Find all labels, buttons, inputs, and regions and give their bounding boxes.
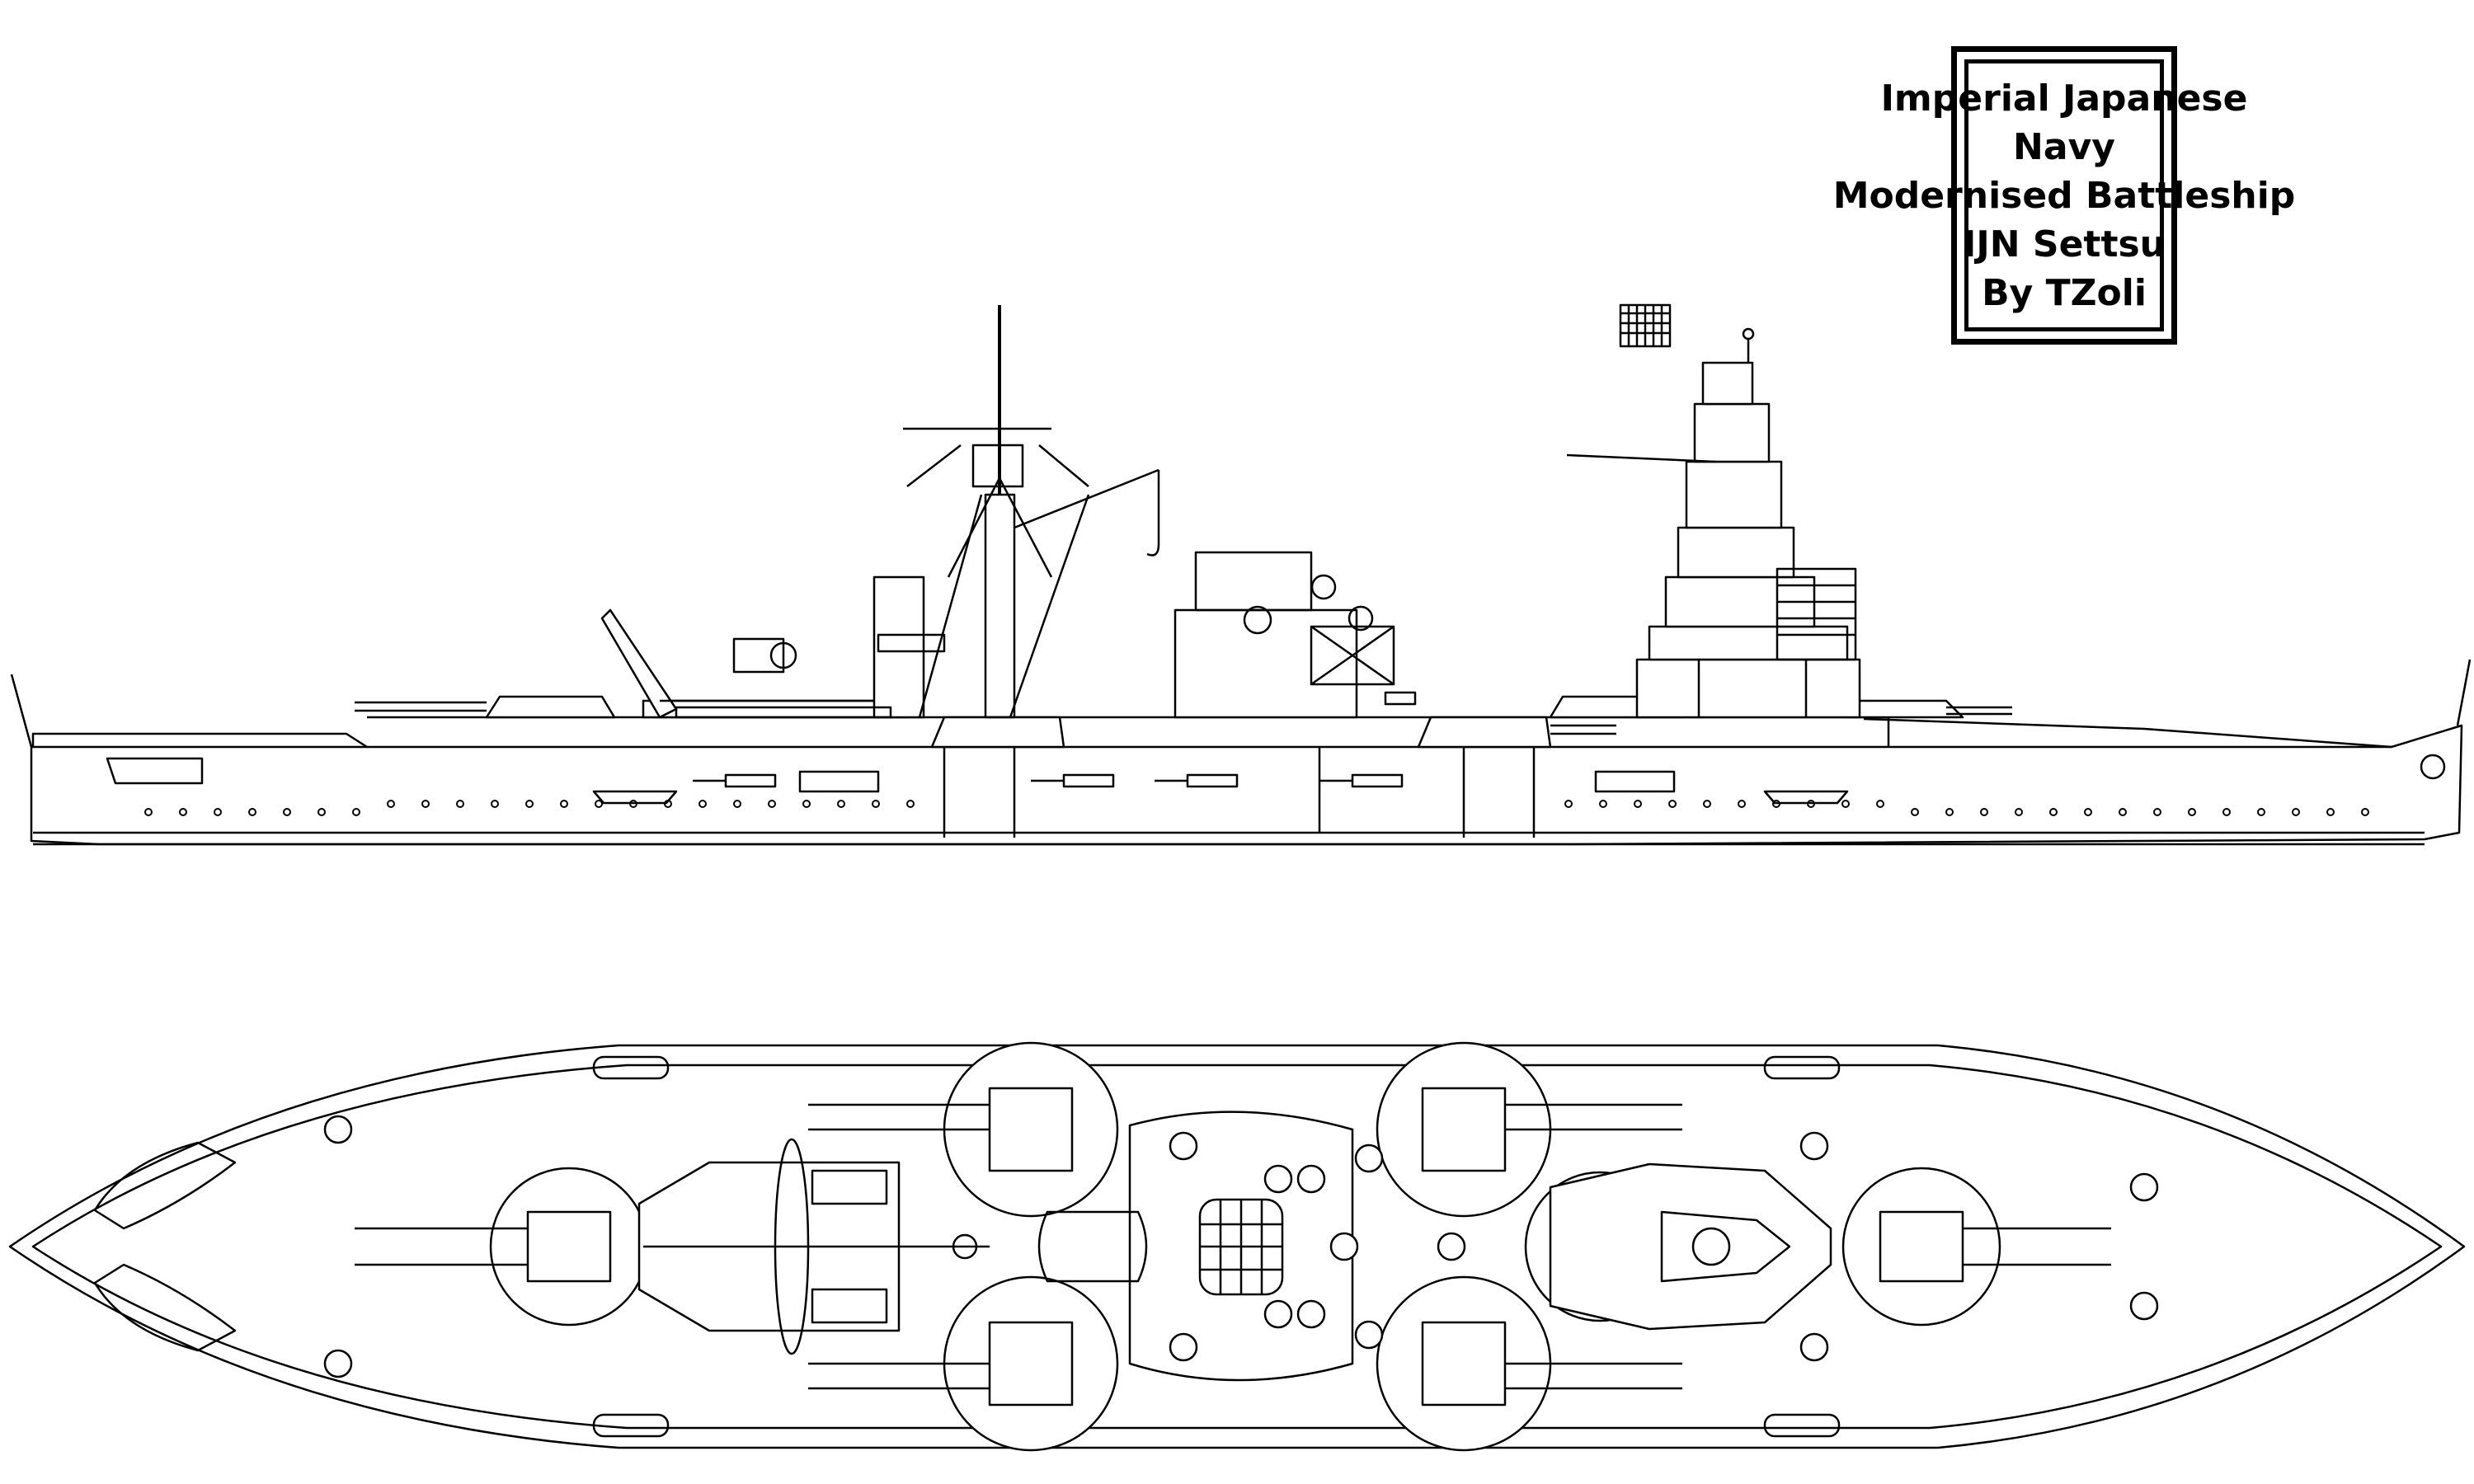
aa-gun-mount bbox=[1331, 1233, 1357, 1260]
porthole bbox=[1981, 809, 1987, 815]
porthole bbox=[1600, 801, 1606, 807]
porthole bbox=[2293, 809, 2299, 815]
porthole bbox=[284, 809, 290, 815]
porthole bbox=[1704, 801, 1710, 807]
aa-gun-mount bbox=[1265, 1301, 1291, 1327]
porthole bbox=[1738, 801, 1745, 807]
porthole bbox=[2327, 809, 2334, 815]
title-line-1: Imperial Japanese bbox=[1880, 77, 2248, 120]
title-block-inner: Imperial Japanese Navy Modernised Battle… bbox=[1833, 59, 2295, 331]
title-block: Imperial Japanese Navy Modernised Battle… bbox=[1833, 46, 2295, 345]
porthole bbox=[422, 801, 429, 807]
porthole bbox=[1946, 809, 1953, 815]
side-turret-D bbox=[932, 717, 1064, 747]
aa-gun-mount bbox=[1356, 1145, 1382, 1172]
title-line-4: IJN Settsu bbox=[1963, 223, 2166, 265]
aa-gun-mount bbox=[1801, 1334, 1827, 1360]
porthole bbox=[699, 801, 706, 807]
side-turret-C bbox=[1418, 717, 1616, 747]
top-midship-superstructure bbox=[1039, 1112, 1352, 1380]
aa-gun-mount bbox=[1298, 1301, 1324, 1327]
top-turret-wing-stbd-aft bbox=[808, 1277, 1117, 1450]
porthole bbox=[2258, 809, 2265, 815]
porthole bbox=[803, 801, 810, 807]
porthole bbox=[1842, 801, 1849, 807]
aa-gun-mount bbox=[1298, 1166, 1324, 1192]
top-turret-fwd bbox=[1843, 1168, 2111, 1325]
porthole bbox=[2362, 809, 2368, 815]
aa-gun-mount bbox=[2131, 1293, 2157, 1319]
porthole bbox=[734, 801, 741, 807]
porthole bbox=[769, 801, 775, 807]
porthole bbox=[595, 801, 602, 807]
porthole bbox=[2119, 809, 2126, 815]
aa-gun-mount bbox=[1265, 1166, 1291, 1192]
porthole bbox=[318, 809, 325, 815]
top-fwd-superstructure bbox=[1550, 1164, 1831, 1329]
porthole bbox=[1912, 809, 1918, 815]
porthole bbox=[145, 809, 152, 815]
porthole bbox=[180, 809, 186, 815]
side-pagoda-mast bbox=[1567, 305, 1860, 717]
porthole bbox=[1634, 801, 1641, 807]
aa-gun-mount bbox=[1170, 1133, 1197, 1159]
top-turret-wing-port-fwd bbox=[1377, 1043, 1682, 1216]
porthole bbox=[492, 801, 498, 807]
porthole bbox=[2223, 809, 2230, 815]
aa-gun-mount bbox=[1356, 1322, 1382, 1348]
side-casemates bbox=[693, 775, 1402, 787]
top-turret-wing-stbd-fwd bbox=[1377, 1277, 1682, 1450]
porthole bbox=[1877, 801, 1884, 807]
porthole bbox=[561, 801, 567, 807]
porthole bbox=[2154, 809, 2161, 815]
porthole bbox=[526, 801, 533, 807]
porthole bbox=[907, 801, 914, 807]
side-hull bbox=[31, 726, 2462, 844]
aa-gun-mount bbox=[325, 1116, 351, 1143]
porthole bbox=[353, 809, 360, 815]
aa-gun-mount bbox=[2131, 1174, 2157, 1200]
porthole bbox=[388, 801, 394, 807]
side-midship bbox=[1175, 552, 1415, 717]
title-line-5: By TZoli bbox=[1982, 271, 2147, 314]
side-portholes bbox=[145, 801, 2368, 815]
aa-gun-mount bbox=[1170, 1334, 1197, 1360]
side-aft-superstructure bbox=[602, 305, 1159, 717]
title-line-3: Modernised Battleship bbox=[1832, 174, 2296, 217]
aa-gun-mount bbox=[1801, 1133, 1827, 1159]
porthole bbox=[214, 809, 221, 815]
porthole bbox=[1669, 801, 1676, 807]
porthole bbox=[249, 809, 256, 815]
side-turret-E bbox=[355, 697, 614, 717]
aa-gun-mount bbox=[1438, 1233, 1465, 1260]
porthole bbox=[457, 801, 463, 807]
top-turret-wing-port-aft bbox=[808, 1043, 1117, 1216]
top-plan-view bbox=[10, 1043, 2464, 1450]
porthole bbox=[872, 801, 879, 807]
side-profile-view bbox=[12, 305, 2470, 844]
top-small-mounts bbox=[325, 1116, 2157, 1377]
porthole bbox=[2015, 809, 2022, 815]
porthole bbox=[1565, 801, 1572, 807]
top-aircraft-deck bbox=[639, 1139, 990, 1354]
aa-gun-mount bbox=[325, 1350, 351, 1377]
side-turret-A bbox=[1847, 701, 2012, 717]
porthole bbox=[2050, 809, 2057, 815]
porthole bbox=[2189, 809, 2195, 815]
porthole bbox=[2085, 809, 2091, 815]
porthole bbox=[838, 801, 844, 807]
title-line-2: Navy bbox=[2013, 125, 2115, 168]
